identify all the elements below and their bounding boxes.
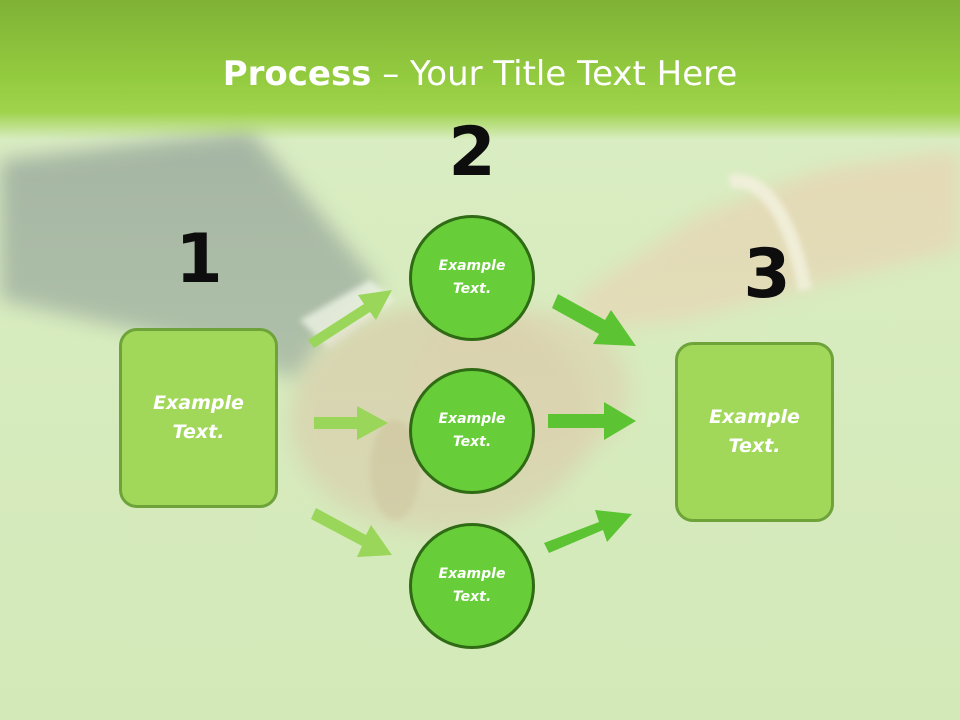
- title-rest: – Your Title Text Here: [371, 54, 738, 94]
- step-1-text: Example Text.: [153, 392, 244, 443]
- step-2-circle-text: Example Text.: [438, 258, 506, 297]
- arrow-from-middle-circle: [548, 402, 636, 440]
- arrow-to-bottom-circle: [311, 508, 392, 557]
- step-2-circle-top: Example Text.: [409, 215, 535, 341]
- step-number-1: 1: [175, 220, 223, 299]
- step-2-circle-middle: Example Text.: [409, 368, 535, 494]
- step-number-2: 2: [448, 113, 496, 192]
- step-2-circle-bottom: Example Text.: [409, 523, 535, 649]
- step-2-circle-text: Example Text.: [438, 411, 506, 450]
- arrow-to-top-circle: [308, 290, 392, 348]
- step-3-text: Example Text.: [709, 406, 800, 457]
- arrow-from-bottom-circle: [544, 510, 632, 553]
- slide-title: Process – Your Title Text Here: [0, 52, 960, 96]
- step-3-box: Example Text.: [675, 342, 834, 522]
- arrow-from-top-circle: [552, 294, 636, 346]
- title-band: [0, 0, 960, 140]
- step-1-box: Example Text.: [119, 328, 278, 508]
- title-strong: Process: [222, 54, 372, 94]
- step-number-3: 3: [743, 235, 791, 314]
- arrow-to-middle-circle: [314, 406, 388, 440]
- step-2-circle-text: Example Text.: [438, 566, 506, 605]
